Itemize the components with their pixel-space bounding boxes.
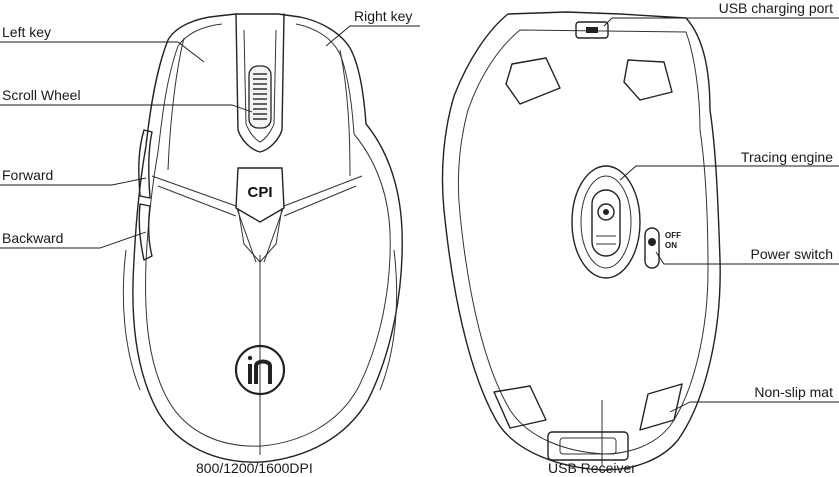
cpi-button-label: CPI [247,184,272,201]
mouse-top-view: CPI [122,13,403,463]
bottom-left-mat [493,385,547,429]
label-scroll-wheel: Scroll Wheel [2,87,81,103]
bottom-right-mat [639,383,683,431]
left-chevron [151,175,257,263]
power-switch-icon: OFF ON [644,227,681,269]
scroll-wheel-icon [248,65,272,129]
mouse-bottom-view: OFF ON [441,11,721,471]
left-key-edge [167,37,185,171]
label-right-key: Right key [354,8,413,24]
usb-charging-port-icon [575,21,609,39]
switch-on-label: ON [665,241,677,250]
switch-off-label: OFF [665,231,681,240]
backward-side-button [138,203,153,261]
bottom-view-leaders [601,17,839,466]
tracing-engine-icon [571,165,641,279]
label-backward: Backward [2,230,64,246]
right-key-edge [339,49,351,177]
top-body-outline [132,13,403,463]
label-dpi: 800/1200/1600DPI [196,460,313,476]
label-tracing-engine: Tracing engine [740,149,833,165]
label-usb-charging-port: USB charging port [718,0,833,16]
right-chevron [263,175,363,263]
label-forward: Forward [2,167,54,183]
label-power-switch: Power switch [750,246,833,262]
scroll-well [235,13,285,153]
usb-receiver-slot [547,431,629,461]
top-left-mat [505,57,561,105]
bottom-body-outline [441,11,721,471]
label-usb-receiver: USB Receiver [548,460,636,476]
top-inner-shell [145,23,391,447]
label-non-slip-mat: Non-slip mat [754,384,833,400]
cpi-button: CPI [235,167,285,223]
forward-side-button [138,129,153,199]
top-view-leaders [0,25,420,455]
top-right-mat [623,59,673,101]
label-left-key: Left key [2,24,52,40]
